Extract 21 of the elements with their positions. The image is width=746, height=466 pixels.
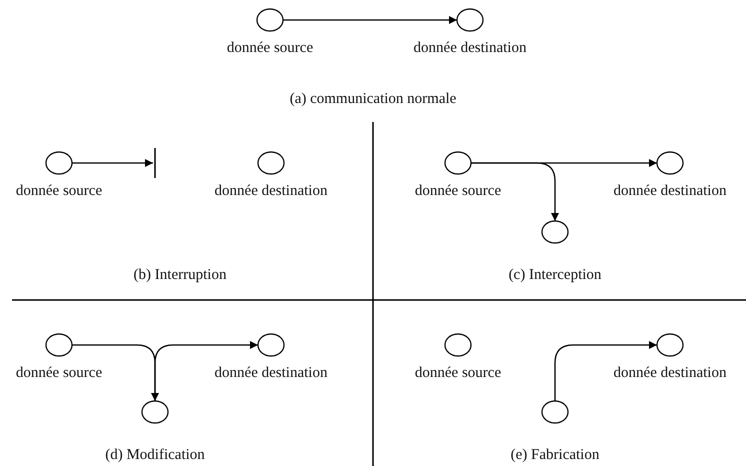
arrow bbox=[72, 344, 159, 401]
caption: (b) Interruption bbox=[134, 266, 226, 284]
caption: (e) Fabrication bbox=[510, 446, 600, 464]
node-label: donnée source bbox=[16, 182, 102, 200]
caption: (d) Modification bbox=[105, 446, 205, 464]
node-label: donnée destination bbox=[414, 39, 526, 57]
arrow bbox=[554, 341, 657, 401]
node-label: donnée destination bbox=[214, 364, 328, 382]
arrow bbox=[72, 159, 153, 167]
node-label: donnée source bbox=[414, 364, 502, 382]
caption: (a) communication normale bbox=[290, 90, 456, 108]
node-label: donnée destination bbox=[614, 182, 726, 200]
arrow bbox=[283, 16, 457, 24]
node-label: donnée destination bbox=[614, 364, 726, 382]
arrow bbox=[471, 162, 559, 221]
arrow bbox=[154, 341, 258, 401]
node-label: donnée source bbox=[414, 182, 502, 200]
node-label: donnée source bbox=[16, 364, 102, 382]
node-label: donnée destination bbox=[214, 182, 328, 200]
node-label: donnée source bbox=[226, 39, 314, 57]
caption: (c) Interception bbox=[508, 266, 602, 284]
